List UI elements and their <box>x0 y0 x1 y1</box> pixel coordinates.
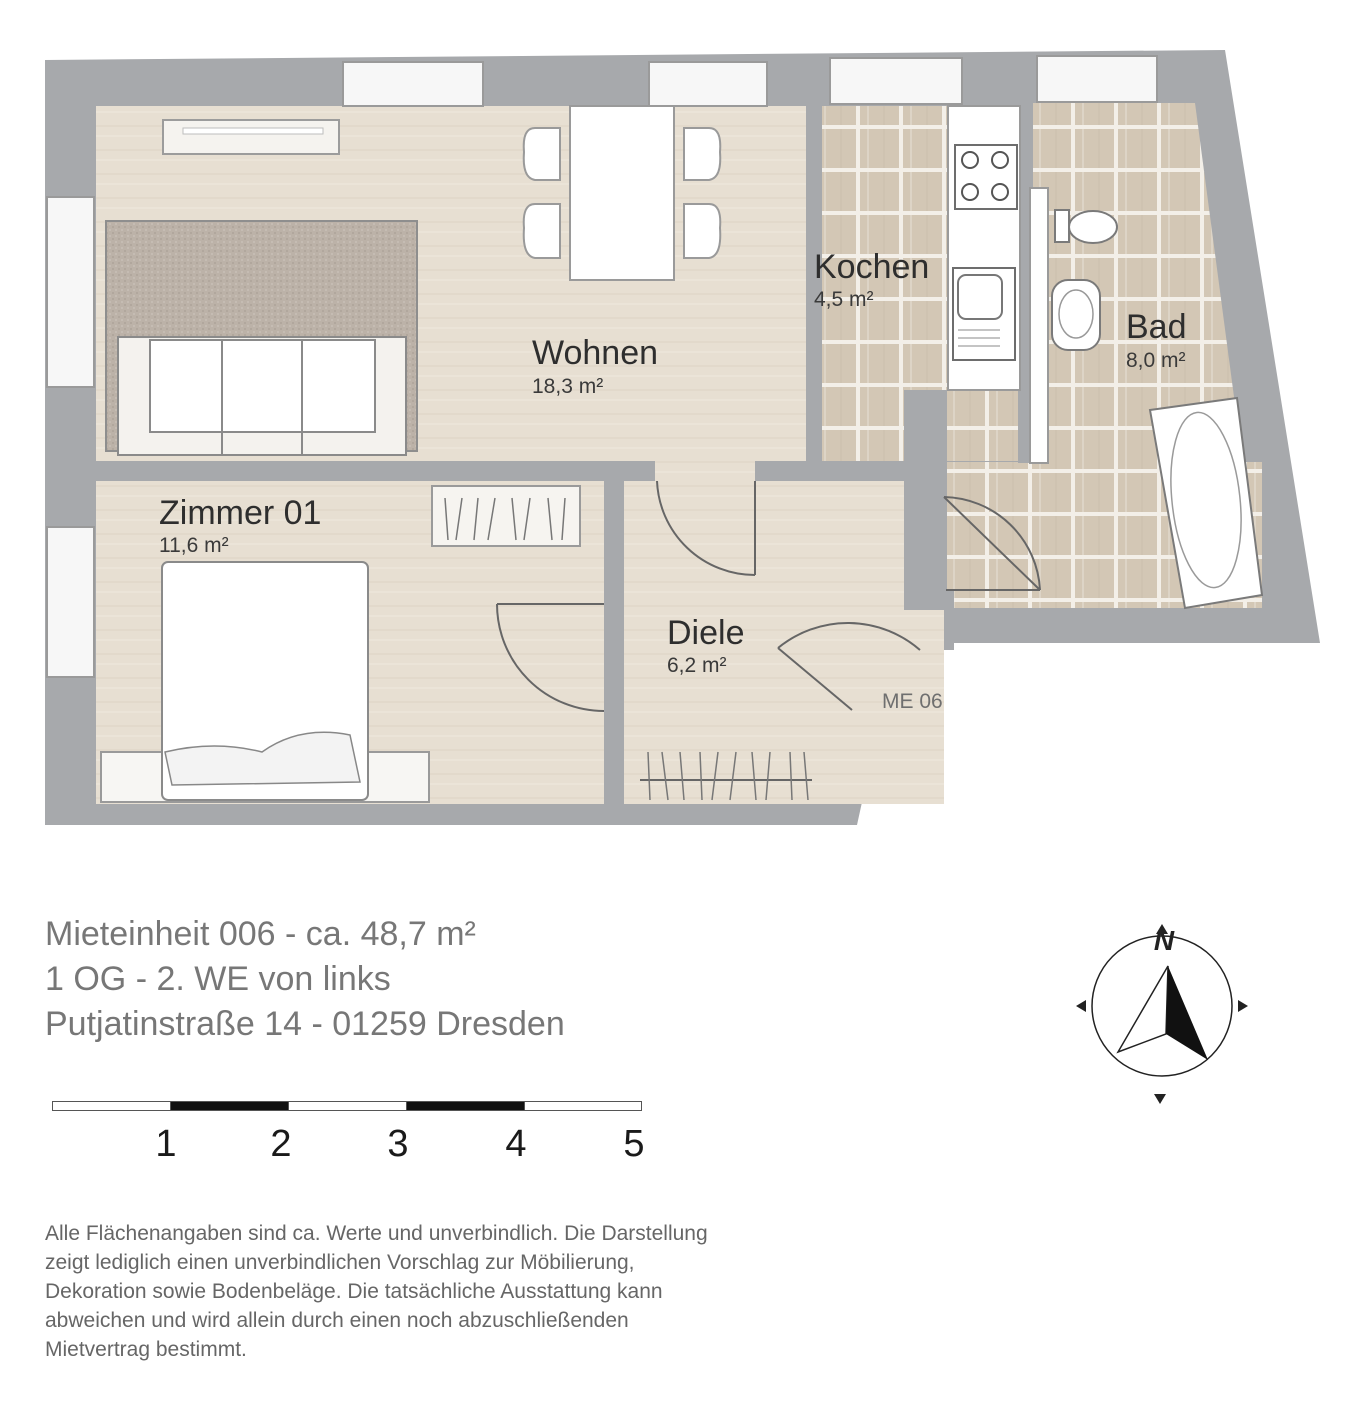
interior-walls <box>96 103 1033 804</box>
unit-info-line-3: Putjatinstraße 14 - 01259 Dresden <box>45 1005 565 1043</box>
room-area-bad: 8,0 m² <box>1126 349 1186 372</box>
scale-segment <box>406 1101 525 1111</box>
room-name-zimmer: Zimmer 01 <box>159 494 321 532</box>
room-name-kochen: Kochen <box>814 248 929 286</box>
room-area-zimmer: 11,6 m² <box>159 534 229 557</box>
kitchen-counter <box>947 105 1021 391</box>
scale-label: 3 <box>387 1123 409 1165</box>
living-furniture <box>105 105 722 456</box>
windows <box>46 55 1158 678</box>
room-area-wohnen: 18,3 m² <box>532 375 603 398</box>
room-area-kochen: 4,5 m² <box>814 288 874 311</box>
scale-segment <box>170 1101 289 1111</box>
room-name-bad: Bad <box>1126 308 1187 346</box>
unit-info-line-1: Mieteinheit 006 - ca. 48,7 m² <box>45 915 476 953</box>
room-area-diele: 6,2 m² <box>667 654 727 677</box>
unit-tag: ME 06 <box>882 690 943 713</box>
scale-segment <box>288 1101 407 1111</box>
floor-plan: Wohnen 18,3 m² Kochen 4,5 m² Bad 8,0 m² … <box>45 50 1320 825</box>
scale-segment <box>52 1101 171 1111</box>
bedroom-furniture <box>100 485 581 803</box>
unit-info-line-2: 1 OG - 2. WE von links <box>45 960 391 998</box>
room-name-wohnen: Wohnen <box>532 334 658 372</box>
disclaimer-line: abweichen und wird allein durch einen no… <box>45 1309 629 1332</box>
bathroom-fixtures <box>1029 187 1264 610</box>
disclaimer-line: Mietvertrag bestimmt. <box>45 1338 247 1361</box>
unit-info: Mieteinheit 006 - ca. 48,7 m² 1 OG - 2. … <box>45 912 565 1047</box>
disclaimer-line: zeigt lediglich einen unverbindlichen Vo… <box>45 1251 635 1274</box>
scale-label: 4 <box>505 1123 527 1165</box>
scale-label: 2 <box>270 1123 292 1165</box>
compass-north-label: N <box>1154 925 1175 956</box>
disclaimer: Alle Flächenangaben sind ca. Werte und u… <box>45 1219 845 1364</box>
scale-segment <box>524 1101 642 1111</box>
scale-labels: 1 2 3 4 5 <box>0 1123 700 1167</box>
hall-wardrobe <box>640 751 812 801</box>
scale-bar <box>52 1101 642 1113</box>
scale-label: 5 <box>623 1123 645 1165</box>
compass-rose: N <box>1076 924 1248 1104</box>
disclaimer-line: Alle Flächenangaben sind ca. Werte und u… <box>45 1222 708 1245</box>
compass-needle-north-icon <box>1166 966 1208 1060</box>
door-swings <box>496 480 1041 712</box>
scale-label: 1 <box>155 1123 177 1165</box>
disclaimer-line: Dekoration sowie Bodenbeläge. Die tatsäc… <box>45 1280 663 1303</box>
room-name-diele: Diele <box>667 614 744 652</box>
